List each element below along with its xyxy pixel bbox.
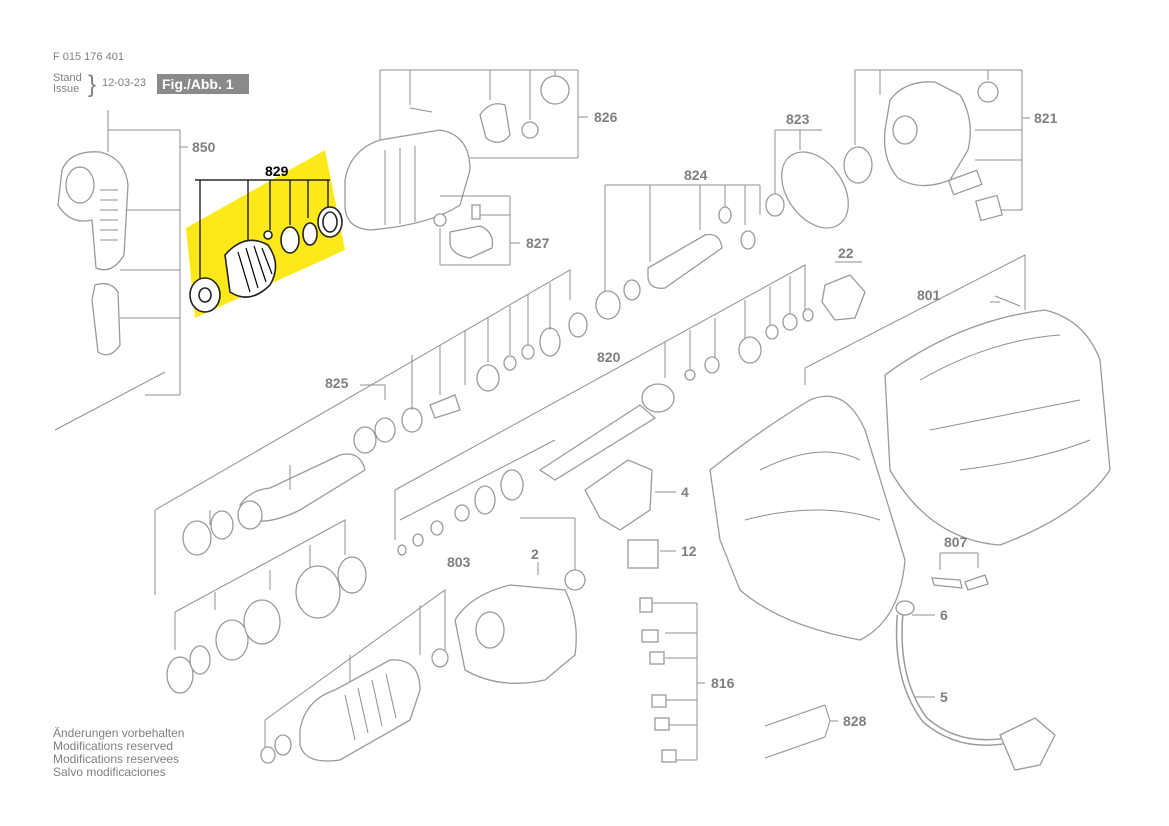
figure-label: Fig./Abb. 1 [162,76,234,92]
part-group-828: 828 [764,704,867,759]
issue-date: 12-03-23 [102,77,146,89]
part-label-824: 824 [684,167,708,183]
part-group-807: 807 [931,534,989,591]
part-label-827: 827 [526,235,550,251]
hammer-tube-housing-part [344,129,471,231]
part-label-820: 820 [597,349,621,365]
housing-half-right-part [884,309,1111,546]
header-brace: } [88,71,96,98]
intermediate-gear-part [641,383,675,413]
part-label-6: 6 [940,607,948,623]
part-group-6: 6 [895,600,948,623]
part-group-22: 22 [821,245,866,321]
handle-grip-part [91,282,121,356]
cylinder-part [479,103,511,143]
part-group-2: 2 [454,517,586,684]
part-group-803: 803 [260,554,471,764]
part-label-5: 5 [940,689,948,705]
part-group-827: 827 [433,195,550,266]
part-label-816: 816 [711,675,735,691]
switch-part [584,459,653,531]
guide-tube-part [647,233,723,289]
part-group-816: 816 [639,597,735,763]
part-group-826: 826 [344,69,618,231]
part-group-821: 821 [843,69,1058,222]
part-label-826: 826 [594,109,618,125]
bearing-part [843,146,873,184]
part-group-829-highlighted: 829 [186,150,345,318]
part-group-850: 850 [54,110,216,431]
part-label-821: 821 [1034,110,1058,126]
part-label-828: 828 [843,713,867,729]
handle-clamp-part [57,151,129,271]
drive-shaft-part [538,404,657,481]
part-label-22: 22 [838,245,854,261]
capacitor-part [627,539,659,569]
footer-line-es: Salvo modificaciones [53,765,166,779]
part-group-824: 824 [595,167,761,320]
lower-gear-set [166,519,367,694]
part-group-820: 820 [394,264,814,556]
chuck-sleeve-part [224,239,277,298]
footer-line-de: Änderungen vorbehalten [53,726,184,740]
part-label-850: 850 [192,139,216,155]
part-label-829: 829 [265,163,289,179]
hammer-tube-part [239,453,366,522]
part-label-807: 807 [944,534,968,550]
part-label-825: 825 [325,375,349,391]
part-group-12: 12 [627,539,697,569]
part-22-bracket [821,274,866,321]
mains-plug-part [999,717,1056,771]
armature-part [299,659,421,762]
part-label-2: 2 [531,546,539,562]
part-label-4: 4 [681,484,689,500]
part-group-823: 823 [765,111,849,229]
housing-half-left-part [709,395,906,641]
cable-grommet-part [895,600,915,616]
part-group-5: 5 [895,614,1056,771]
part-group-825: 825 [154,269,588,595]
selector-knob-part [449,225,494,259]
stator-part [454,584,577,684]
part-label-12: 12 [681,543,697,559]
part-group-4: 4 [584,459,689,531]
part-label-801: 801 [917,287,941,303]
footer-line-en: Modifications reserved [53,739,173,753]
doc-number: F 015 176 401 [53,51,124,63]
figure-badge [157,74,249,94]
part-label-823: 823 [786,111,810,127]
clutch-gear-part [295,565,341,619]
stand-label: Stand [53,72,82,84]
part-label-803: 803 [447,554,471,570]
gasket-part [781,151,849,229]
footer-line-fr: Modifications reservees [53,752,179,766]
gear-housing-part [883,81,971,187]
issue-label: Issue [53,83,79,95]
part-group-801: 801 [709,254,1111,641]
